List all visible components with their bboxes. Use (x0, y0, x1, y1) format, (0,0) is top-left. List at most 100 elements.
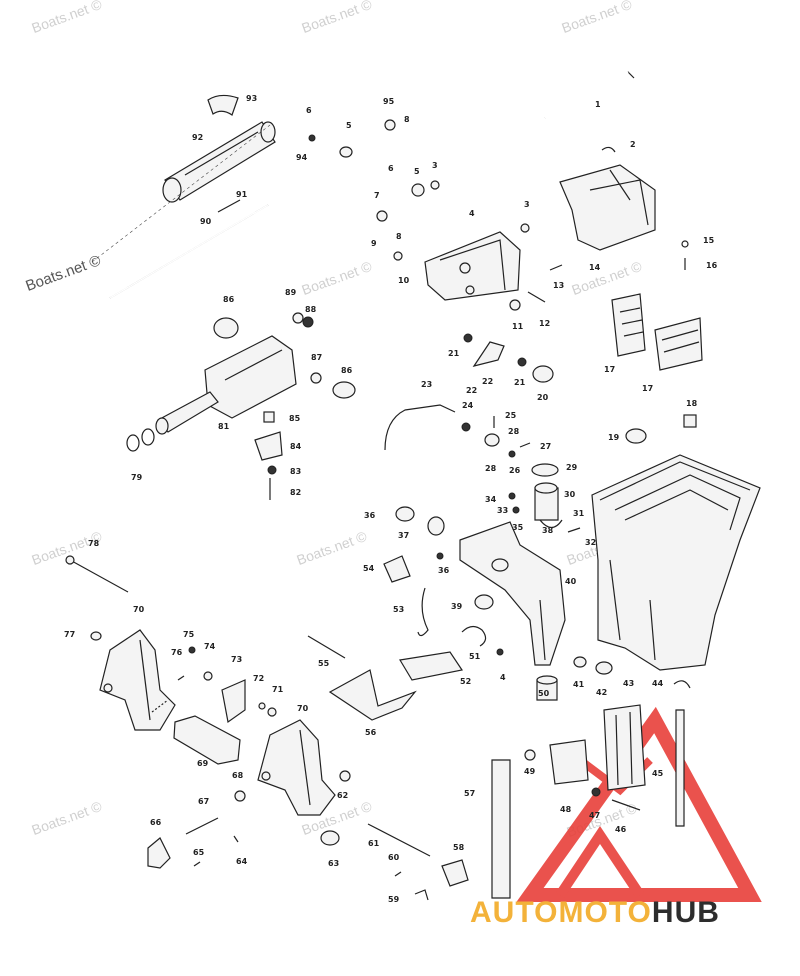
part-bushing-28 (484, 433, 500, 447)
part-housing-14 (559, 146, 656, 251)
part-clamp-bracket-70b (257, 719, 336, 816)
part-washer-39 (474, 594, 494, 610)
label-part-number: 55 (318, 659, 330, 668)
label-part-number: 64 (236, 857, 248, 866)
part-nut-83 (267, 465, 277, 475)
label-part-number: 51 (469, 652, 481, 661)
part-nut-21b (517, 357, 527, 367)
part-nut-18 (683, 414, 697, 428)
part-washer-15 (681, 240, 689, 248)
label-part-number: 36 (438, 566, 450, 575)
label-part-number: 89 (285, 288, 297, 297)
label-part-number: 10 (398, 276, 410, 285)
label-part-number: 86 (341, 366, 353, 375)
label-part-number: 45 (652, 769, 664, 778)
part-shaft-45 (675, 709, 685, 827)
label-part-number: 67 (198, 797, 209, 806)
label-part-number: 58 (453, 843, 465, 852)
label-part-number: 72 (253, 674, 264, 683)
label-part-number: 14 (589, 263, 601, 272)
part-spring-53 (417, 587, 429, 637)
part-pin-64 (233, 835, 239, 843)
label-part-number: 6 (388, 164, 394, 173)
part-plate-54 (383, 555, 411, 583)
label-part-number: 1 (595, 100, 601, 109)
label-part-number: 2 (630, 140, 636, 149)
label-part-number: 3 (524, 200, 530, 209)
part-pin-27 (519, 442, 531, 448)
part-ring-22 (141, 428, 155, 446)
label-part-number: 41 (573, 680, 585, 689)
label-part-number: 22 (482, 377, 493, 386)
part-bracket-48 (549, 739, 589, 785)
part-washer-72 (258, 702, 266, 710)
part-screw-11 (509, 299, 521, 311)
label-part-number: 31 (573, 509, 585, 518)
label-part-number: 90 (200, 217, 212, 226)
part-washer-77 (90, 631, 102, 641)
part-bracket-4 (424, 231, 521, 301)
part-nut-49 (524, 749, 536, 761)
label-part-number: 60 (388, 853, 400, 862)
part-rod-61 (367, 823, 431, 857)
part-rod-1 (544, 70, 635, 120)
label-part-number: 63 (328, 859, 339, 868)
part-nut-3 (430, 180, 440, 190)
part-grommet-19 (625, 428, 647, 444)
part-pin-65 (193, 861, 201, 867)
label-part-number: 88 (305, 305, 317, 314)
label-part-number: 87 (311, 353, 322, 362)
part-washer-74 (203, 671, 213, 681)
label-part-number: 75 (183, 630, 195, 639)
label-part-number: 13 (553, 281, 564, 290)
label-part-number: 36 (364, 511, 376, 520)
part-tube-92 (162, 121, 276, 203)
label-part-number: 6 (306, 106, 312, 115)
label-part-number: 44 (652, 679, 664, 688)
label-part-number: 78 (88, 539, 100, 548)
brand-wordmark: AUTOMOTOHUB (470, 896, 720, 930)
part-shaft-57 (491, 759, 511, 899)
label-part-number: 21 (448, 349, 460, 358)
brand-part2: HUB (651, 896, 720, 929)
part-fitting-89 (292, 312, 304, 324)
label-part-number: 42 (596, 688, 607, 697)
part-link-56 (328, 669, 417, 721)
part-bracket-58 (441, 859, 469, 887)
label-part-number: 11 (512, 322, 524, 331)
label-part-number: 17 (642, 384, 653, 393)
label-part-number: 81 (218, 422, 230, 431)
part-cylinder-81 (155, 335, 297, 435)
part-washer-9 (393, 251, 403, 261)
part-nut-4c (496, 648, 504, 656)
part-pin-46 (611, 799, 641, 811)
part-rod-90 (109, 204, 269, 299)
part-bracket-66 (147, 837, 171, 869)
label-part-number: 77 (64, 630, 75, 639)
label-part-number: 56 (365, 728, 377, 737)
label-part-number: 21 (514, 378, 526, 387)
label-part-number: 46 (615, 825, 627, 834)
part-handle-69 (173, 715, 241, 765)
label-part-number: 33 (497, 506, 508, 515)
part-pin-12 (527, 291, 546, 303)
part-nut-87 (310, 372, 322, 384)
part-cable-23 (384, 404, 456, 451)
part-nut-94 (308, 134, 316, 142)
label-part-number: 82 (290, 488, 301, 497)
part-lever-22 (472, 341, 505, 367)
part-swivel-bracket-40 (459, 521, 566, 666)
label-part-number: 85 (289, 414, 301, 423)
label-part-number: 61 (368, 839, 380, 848)
label-part-number: 48 (560, 805, 572, 814)
label-part-number: 70 (297, 704, 309, 713)
label-part-number: 43 (623, 679, 634, 688)
label-part-number: 95 (383, 97, 395, 106)
label-part-number: 29 (566, 463, 578, 472)
label-part-number: 93 (246, 94, 257, 103)
label-part-number: 26 (509, 466, 521, 475)
part-washer-36 (395, 506, 415, 522)
part-plug-20 (532, 365, 554, 383)
brand-part1: AUTOMOTO (470, 896, 652, 929)
label-part-number: 15 (703, 236, 715, 245)
